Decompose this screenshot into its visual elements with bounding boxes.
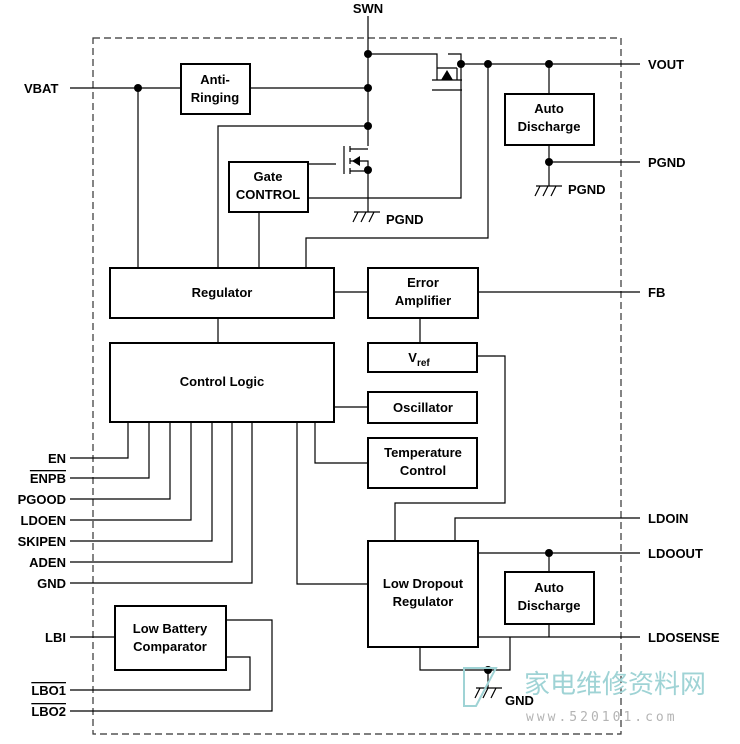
pin-skipen: SKIPEN (18, 534, 66, 549)
anti-ringing-label-2: Ringing (191, 90, 239, 105)
pin-pgood: PGOOD (18, 492, 66, 507)
pin-vbat: VBAT (24, 81, 58, 96)
pin-ldoin: LDOIN (648, 511, 688, 526)
low-battery-comparator-label-1: Low Battery (133, 621, 208, 636)
error-amplifier-block (367, 267, 479, 319)
pin-vout: VOUT (648, 57, 684, 72)
ldo-regulator-label-1: Low Dropout (383, 576, 464, 591)
pin-pgnd: PGND (648, 155, 686, 170)
chip-boundary (92, 37, 622, 735)
oscillator-label: Oscillator (393, 400, 453, 415)
pin-fb: FB (648, 285, 665, 300)
anti-ringing-label-1: Anti- (200, 72, 230, 87)
pin-lbi: LBI (45, 630, 66, 645)
pin-swn: SWN (353, 1, 383, 16)
control-logic-block (109, 342, 335, 423)
watermark: 家电维修资料网 www.520101.com (463, 667, 706, 725)
gate-control-label-2: CONTROL (236, 187, 300, 202)
gate-control-label-1: Gate (254, 169, 283, 184)
temperature-control-label-2: Control (400, 463, 446, 478)
ldo-regulator-label-2: Regulator (393, 594, 454, 609)
low-side-mosfet-symbol (343, 146, 369, 174)
anti-ringing-block (180, 63, 251, 115)
low-battery-comparator-label-2: Comparator (133, 639, 207, 654)
ldo-regulator-block (367, 540, 479, 648)
ground-symbol-center (352, 211, 380, 223)
pin-ldoout: LDOOUT (648, 546, 703, 561)
watermark-url: www.520101.com (526, 710, 678, 725)
regulator-block (109, 267, 335, 319)
auto-discharge-ldo-block (504, 571, 595, 625)
pin-enpb: ENPB (30, 471, 66, 486)
auto-discharge-ldo-label-2: Discharge (518, 598, 581, 613)
ground-label-pgnd-right: PGND (568, 182, 606, 197)
control-logic-label: Control Logic (180, 374, 265, 389)
ground-label-gnd-bottom: GND (505, 693, 534, 708)
vref-label: Vref (408, 350, 430, 369)
low-battery-comparator-block (114, 605, 227, 671)
error-amplifier-label-1: Error (407, 275, 439, 290)
pin-aden: ADEN (29, 555, 66, 570)
ground-label-pgnd-center: PGND (386, 212, 424, 227)
pin-lbo1: LBO1 (31, 683, 66, 698)
watermark-text: 家电维修资料网 (524, 670, 706, 700)
watermark-logo-icon (463, 667, 498, 707)
auto-discharge-top-block (504, 93, 595, 146)
pin-ldosense: LDOSENSE (648, 630, 720, 645)
error-amplifier-label-2: Amplifier (395, 293, 451, 308)
ground-symbol-bottom (474, 687, 502, 699)
pin-ldoen: LDOEN (21, 513, 67, 528)
temperature-control-block (367, 437, 478, 489)
pin-lbo2: LBO2 (31, 704, 66, 719)
vref-block (367, 342, 478, 373)
pin-gnd: GND (37, 576, 66, 591)
pin-en: EN (48, 451, 66, 466)
oscillator-block (367, 391, 478, 424)
regulator-label: Regulator (192, 285, 253, 300)
ground-symbol-right (534, 185, 562, 197)
high-side-mosfet-symbol (432, 67, 462, 91)
auto-discharge-top-label-2: Discharge (518, 119, 581, 134)
auto-discharge-ldo-label-1: Auto (534, 580, 564, 595)
wires (70, 16, 640, 712)
temperature-control-label-1: Temperature (384, 445, 462, 460)
gate-control-block (228, 161, 309, 213)
auto-discharge-top-label-1: Auto (534, 101, 564, 116)
